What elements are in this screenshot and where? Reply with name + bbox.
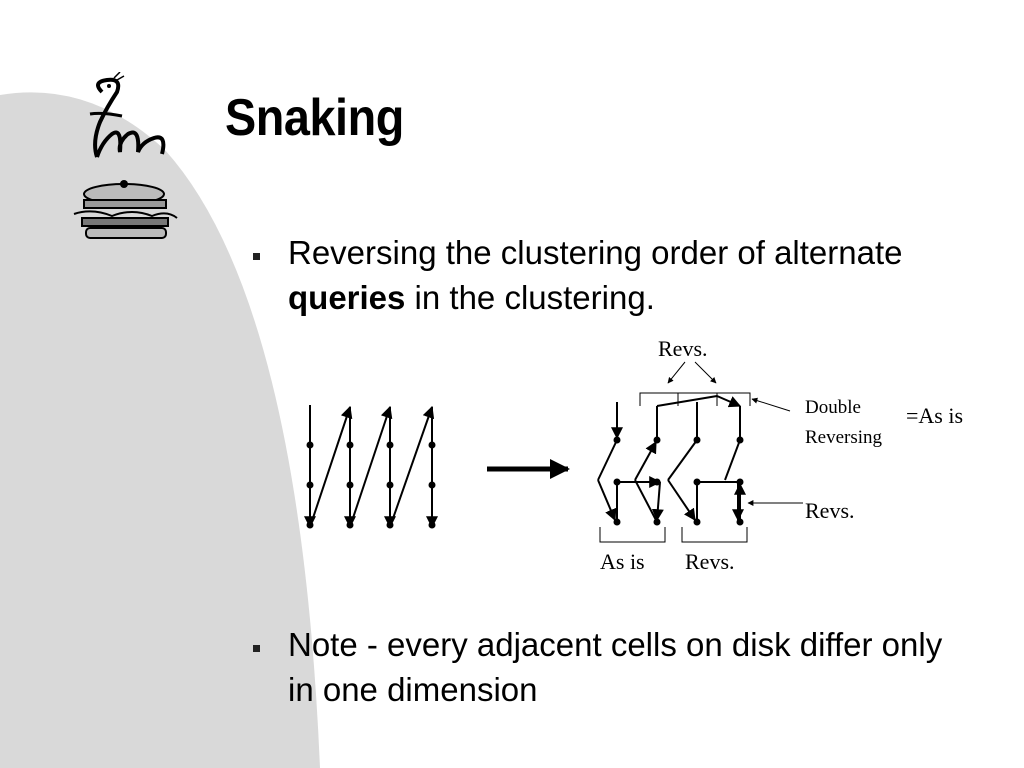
cell-point [428, 521, 436, 529]
zigzag-points [306, 441, 436, 529]
cell-point [428, 441, 436, 449]
snake-path [651, 481, 664, 522]
bottom-bracket-revs [681, 527, 748, 543]
cell-point [306, 481, 314, 489]
cell-point [613, 518, 621, 526]
snake-path [634, 479, 658, 523]
cell-point [653, 436, 661, 444]
revs-pointer-arrow [667, 361, 686, 384]
snake-tongue [113, 72, 125, 81]
cell-point [736, 518, 744, 526]
sandwich-olive [120, 180, 128, 188]
cell-point [693, 478, 701, 486]
cell-point [428, 481, 436, 489]
cell-point [693, 436, 701, 444]
label-revs-top: Revs. [658, 336, 708, 361]
label-double: Double [805, 397, 861, 418]
bullet-marker [253, 645, 260, 652]
bullet-1-text-post: in the clustering. [405, 279, 655, 316]
snake-logo-icon [73, 72, 178, 239]
cell-point [386, 441, 394, 449]
cell-point [346, 441, 354, 449]
background-curve [0, 92, 320, 768]
revs-pointer-arrow [694, 361, 717, 384]
label-as-is-bottom: As is [600, 549, 645, 574]
snake-path [656, 395, 718, 407]
cell-point [386, 481, 394, 489]
snake-line [89, 111, 123, 118]
label-reversing: Reversing [805, 427, 883, 448]
cell-point [346, 521, 354, 529]
snaking-points [613, 436, 744, 526]
label-revs-right: Revs. [805, 498, 855, 523]
bottom-bracket-as-is [599, 527, 666, 543]
snake-path [724, 439, 741, 481]
bullet-1: Reversing the clustering order of altern… [288, 230, 928, 320]
cell-point [653, 518, 661, 526]
cell-point [306, 521, 314, 529]
cell-point [613, 478, 621, 486]
cell-point [653, 478, 661, 486]
snake-body [93, 77, 166, 158]
bullet-marker [253, 253, 260, 260]
snake-path [634, 440, 657, 481]
bullet-1-bold: queries [288, 279, 406, 316]
cell-point [693, 518, 701, 526]
snake-path [667, 439, 698, 481]
zigzag-diagonal-2 [349, 405, 393, 528]
cell-point [736, 478, 744, 486]
cell-point [736, 436, 744, 444]
cell-point [306, 441, 314, 449]
zigzag-order-diagram [304, 405, 438, 529]
cell-point [386, 521, 394, 529]
cell-point [346, 481, 354, 489]
bullet-1-text-pre: Reversing the clustering order of altern… [288, 234, 903, 271]
zigzag-diagonal-3 [389, 405, 435, 528]
label-revs-bottom: Revs. [685, 549, 735, 574]
top-bracket [639, 392, 751, 406]
snake-path [597, 479, 617, 522]
sandwich-layer-2 [81, 217, 169, 227]
snake-eye [107, 84, 111, 88]
snake-path [716, 395, 742, 408]
slide-title: Snaking [225, 89, 404, 147]
snake-path [667, 479, 696, 521]
snaking-order-diagram [597, 361, 803, 543]
sandwich-bottom [85, 227, 167, 239]
sandwich-layer [83, 199, 167, 209]
label-equals-as-is: =As is [906, 403, 963, 428]
sandwich-lettuce [73, 210, 178, 219]
snake-path [597, 439, 618, 481]
bullet-2: Note - every adjacent cells on disk diff… [288, 626, 943, 708]
zigzag-diagonal-1 [309, 405, 353, 528]
cell-point [613, 436, 621, 444]
double-reversing-arrow [751, 397, 791, 412]
